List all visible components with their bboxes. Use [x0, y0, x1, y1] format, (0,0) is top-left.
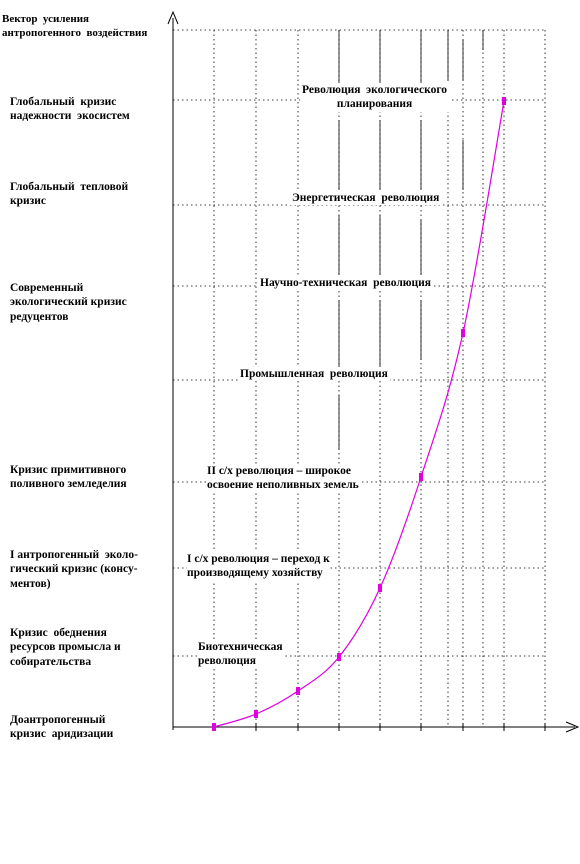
crisis-label-gathering: Кризис обеднения ресурсов промысла и соб…	[10, 626, 160, 670]
revolution-label-scientific-technical: Научно-техническая революция	[258, 276, 434, 291]
curve-marker	[461, 329, 465, 337]
y-axis-title: Вектор усиления антропогенного воздейств…	[2, 13, 148, 41]
crisis-label-consumers: I антропогенный эколо- гический кризис (…	[10, 548, 160, 592]
crisis-label-reducers: Современный экологический кризис редуцен…	[10, 281, 160, 325]
crisis-label-aridization: Доантропогенный кризис аридизации	[10, 713, 160, 742]
anthropogenic-impact-curve	[213, 100, 505, 728]
curve-marker	[254, 710, 258, 718]
curve-markers	[212, 97, 506, 731]
crisis-label-ecosystem-reliability: Глобальный кризис надежности экосистем	[10, 95, 160, 124]
revolution-label-second-agricultural: II с/х революция – широкое освоение непо…	[207, 464, 359, 493]
vertical-guides	[338, 30, 484, 450]
curve-marker	[502, 97, 506, 105]
revolution-label-industrial: Промышленная революция	[238, 367, 390, 382]
curve-marker	[378, 584, 382, 592]
revolution-label-biotechnical: Биотехническая революция	[198, 640, 283, 669]
revolution-label-ecological-planning: Революция экологического планирования	[300, 83, 450, 112]
curve-marker	[337, 653, 341, 661]
x-axis	[173, 721, 580, 733]
revolution-label-first-agricultural: I с/х революция – переход к производящем…	[187, 552, 330, 581]
crisis-label-irrigation: Кризис примитивного поливного земледелия	[10, 463, 160, 492]
curve-marker	[212, 723, 216, 731]
curve-marker	[296, 687, 300, 695]
curve-marker	[419, 473, 423, 481]
crisis-label-thermal: Глобальный тепловой кризис	[10, 180, 160, 209]
y-axis	[167, 10, 179, 730]
revolution-label-energy: Энергетическая революция	[290, 191, 442, 206]
